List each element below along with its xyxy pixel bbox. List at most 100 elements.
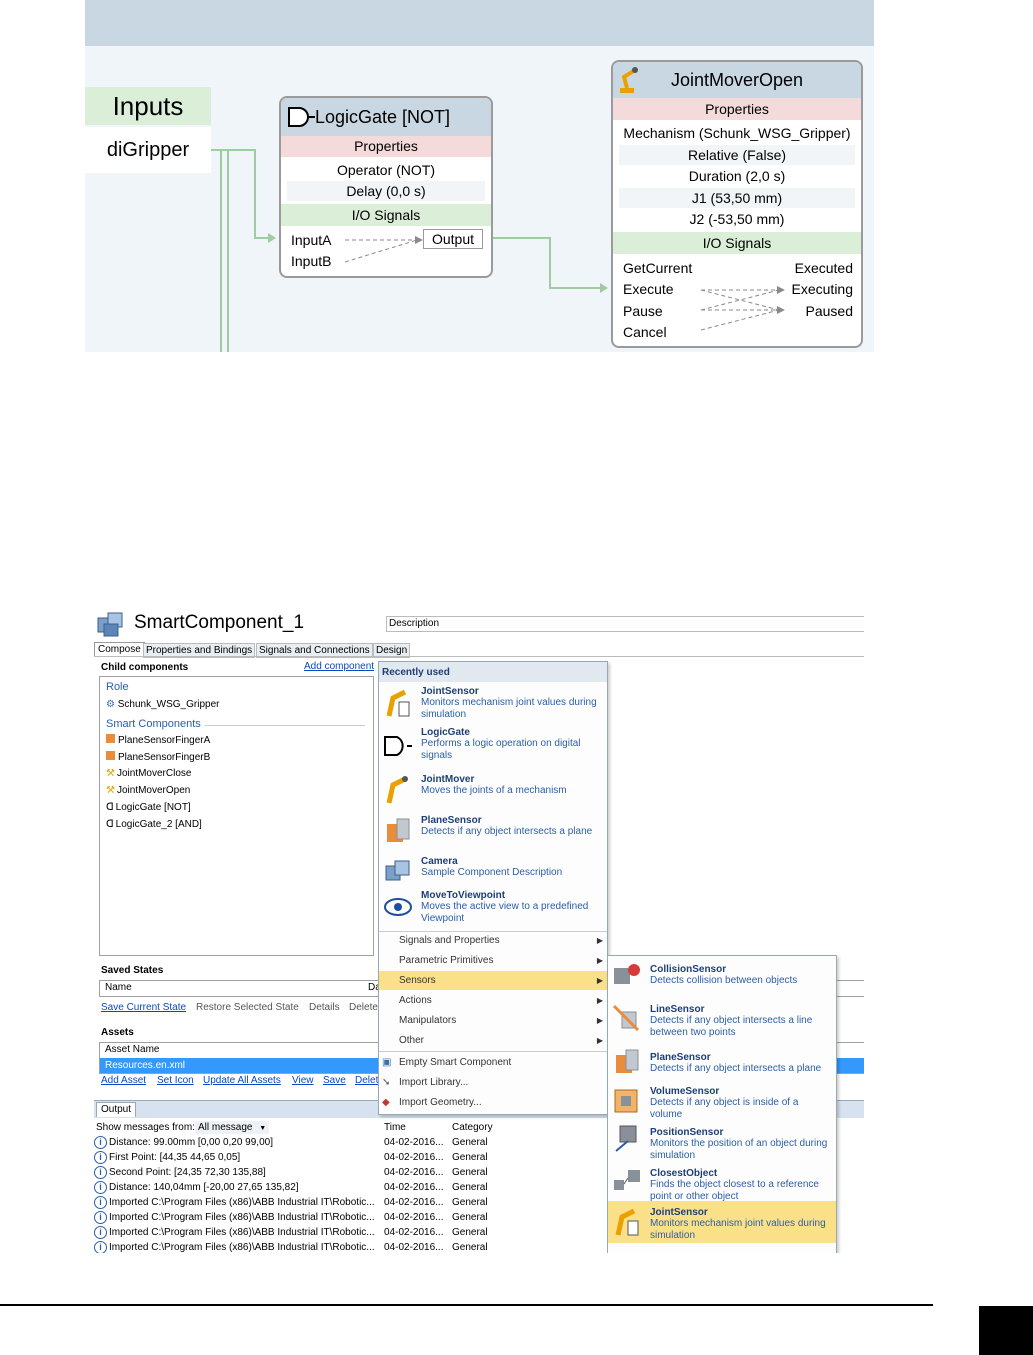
jointmover-output-executed[interactable]: Executed bbox=[794, 260, 853, 276]
logicgate-properties-header: Properties bbox=[281, 136, 491, 157]
menu-category-actions[interactable]: Actions▶ bbox=[379, 991, 607, 1010]
output-tab[interactable]: Output bbox=[96, 1102, 137, 1117]
jointmover-input-pause[interactable]: Pause bbox=[623, 303, 663, 319]
menu-category-manipulators[interactable]: Manipulators▶ bbox=[379, 1011, 607, 1030]
output-msg: Distance: 99.00mm [0,00 0,20 99,00] bbox=[109, 1137, 273, 1148]
logicgate-input-a[interactable]: InputA bbox=[291, 232, 332, 248]
jointmover-input-getcurrent[interactable]: GetCurrent bbox=[623, 260, 693, 276]
menu-empty-smart-component[interactable]: ▣Empty Smart Component bbox=[379, 1053, 607, 1072]
save-current-state-link[interactable]: Save Current State bbox=[101, 1002, 187, 1013]
asset-col-name: Asset Name bbox=[105, 1044, 160, 1055]
smart-component-editor: SmartComponent_1 Description Compose Pro… bbox=[94, 608, 864, 1253]
jointmover-input-execute[interactable]: Execute bbox=[623, 281, 674, 297]
restore-selected-state-link[interactable]: Restore Selected State bbox=[196, 1002, 299, 1013]
input-signal-digripper[interactable]: diGripper bbox=[85, 127, 211, 173]
menu-category-other[interactable]: Other▶ bbox=[379, 1031, 607, 1050]
menu-import-geometry[interactable]: ◆Import Geometry... bbox=[379, 1093, 607, 1112]
menu-divider bbox=[379, 931, 607, 932]
page-number-box bbox=[979, 1306, 1033, 1355]
menu-category-signals-and-properties[interactable]: Signals and Properties▶ bbox=[379, 931, 607, 950]
robot-arm-icon: ⚒ bbox=[106, 785, 115, 796]
tab-signals-and-connections[interactable]: Signals and Connections bbox=[256, 643, 373, 658]
output-cat: General bbox=[452, 1197, 488, 1208]
jointmover-input-cancel[interactable]: Cancel bbox=[623, 324, 667, 340]
save-link[interactable]: Save bbox=[323, 1075, 346, 1086]
menu-item-desc: Moves the active view to a predefined Vi… bbox=[421, 901, 589, 924]
output-cat: General bbox=[452, 1212, 488, 1223]
assets-label: Assets bbox=[101, 1027, 134, 1038]
tab-design[interactable]: Design bbox=[373, 643, 411, 658]
jointmover-output-executing[interactable]: Executing bbox=[791, 281, 853, 297]
menu-item-desc: Sample Component Description bbox=[421, 867, 563, 878]
add-component-link[interactable]: Add component bbox=[304, 661, 375, 672]
chevron-down-icon: ▼ bbox=[259, 1125, 267, 1132]
logicgate-input-b[interactable]: InputB bbox=[291, 253, 332, 269]
description-field[interactable]: Description bbox=[386, 616, 864, 632]
menu-item-title: PlaneSensor bbox=[421, 815, 482, 826]
smart-item[interactable]: PlaneSensorFingerA bbox=[106, 734, 210, 746]
output-col-time: Time bbox=[384, 1122, 406, 1133]
update-all-assets-link[interactable]: Update All Assets bbox=[203, 1075, 281, 1086]
view-link[interactable]: View bbox=[292, 1075, 314, 1086]
logicgate-output[interactable]: Output bbox=[423, 229, 483, 249]
menu-import-library[interactable]: ➘Import Library... bbox=[379, 1073, 607, 1092]
menu-item-title: JointMover bbox=[421, 774, 475, 785]
chevron-right-icon: ▶ bbox=[596, 1036, 603, 1045]
menu-category-sensors[interactable]: Sensors▶ bbox=[379, 971, 607, 990]
add-asset-link[interactable]: Add Asset bbox=[101, 1075, 147, 1086]
volume-sensor-icon bbox=[614, 1089, 638, 1113]
details-link[interactable]: Details bbox=[309, 1002, 340, 1013]
output-cat: General bbox=[452, 1152, 488, 1163]
menu-item-desc: Detects collision between objects bbox=[650, 975, 798, 986]
smart-item[interactable]: ⚒JointMoverClose bbox=[106, 768, 191, 779]
menu-item-desc: Detects if any object is inside of a vol… bbox=[650, 1097, 799, 1120]
menu-item-title: LineSensor bbox=[650, 1004, 705, 1015]
menu-item-title: ClosestObject bbox=[650, 1168, 718, 1179]
jointmover-property-j1: J1 (53,50 mm) bbox=[619, 188, 855, 208]
role-item-gripper[interactable]: ⚙ Schunk_WSG_Gripper bbox=[106, 699, 219, 710]
tab-properties-and-bindings[interactable]: Properties and Bindings bbox=[143, 643, 256, 658]
smart-item[interactable]: ⚒JointMoverOpen bbox=[106, 785, 190, 796]
smart-item-label: JointMoverOpen bbox=[116, 785, 191, 796]
set-icon-link[interactable]: Set Icon bbox=[157, 1075, 194, 1086]
delete-state-link[interactable]: Delete bbox=[349, 1002, 378, 1013]
menu-bottom-label: Empty Smart Component bbox=[399, 1057, 512, 1068]
menu-category-parametric-primitives[interactable]: Parametric Primitives▶ bbox=[379, 951, 607, 970]
robot-arm-icon bbox=[386, 776, 408, 804]
tab-compose[interactable]: Compose bbox=[94, 642, 145, 657]
jointmover-node[interactable]: JointMoverOpen Properties Mechanism (Sch… bbox=[611, 60, 863, 348]
message-filter-dropdown[interactable]: All message ▼ bbox=[195, 1121, 270, 1134]
delete-asset-link[interactable]: Delet bbox=[355, 1075, 379, 1086]
smart-item[interactable]: PlaneSensorFingerB bbox=[106, 751, 210, 763]
logicgate-node[interactable]: LogicGate [NOT] Properties Operator (NOT… bbox=[279, 96, 493, 278]
jointmover-output-paused[interactable]: Paused bbox=[805, 303, 853, 319]
menu-item-desc: Detects if any object intersects a line … bbox=[650, 1015, 813, 1038]
child-components-label: Child components bbox=[101, 662, 189, 673]
output-msg: Imported C:\Program Files (x86)\ABB Indu… bbox=[109, 1212, 375, 1223]
output-time: 04-02-2016... bbox=[384, 1242, 444, 1253]
jointmover-io-header: I/O Signals bbox=[613, 232, 861, 254]
